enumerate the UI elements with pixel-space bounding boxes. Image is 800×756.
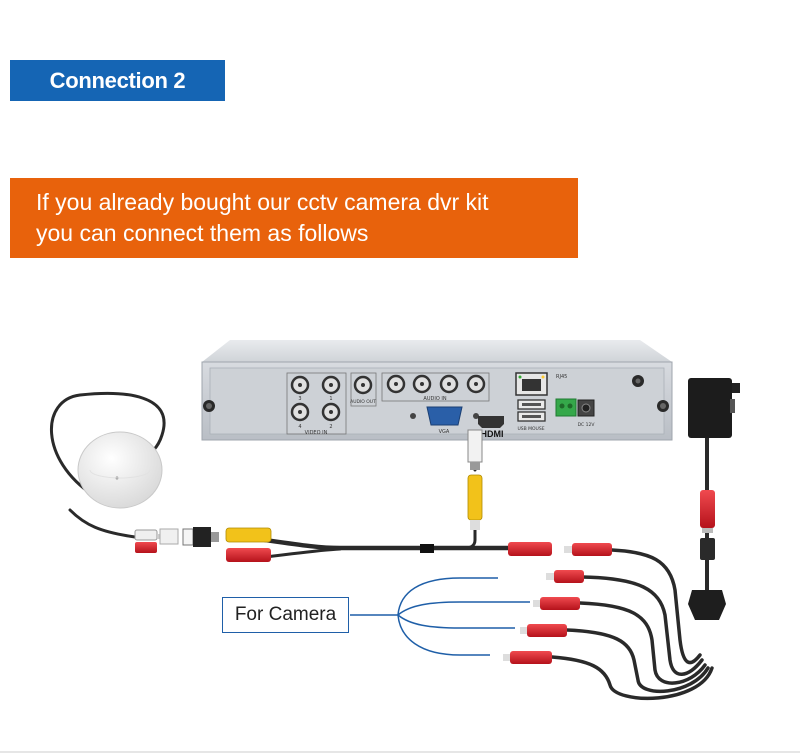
usb-mouse-label: USB MOUSE xyxy=(517,426,544,432)
ch4-label: 4 xyxy=(298,424,301,430)
ch1-label: 1 xyxy=(329,396,332,402)
audio-in-ports xyxy=(386,374,486,394)
for-camera-label: For Camera xyxy=(222,597,349,633)
cables xyxy=(49,391,714,700)
terminal-block xyxy=(555,398,577,417)
vga-label: VGA xyxy=(439,429,450,435)
ch2-label: 2 xyxy=(329,424,332,430)
power-adapter-icon xyxy=(688,378,740,620)
video-plug-yellow xyxy=(467,429,483,530)
bottom-divider xyxy=(0,751,800,753)
vga-port xyxy=(426,406,463,426)
intro-banner: If you already bought our cctv camera dv… xyxy=(10,178,578,258)
banner-line-1: If you already bought our cctv camera dv… xyxy=(36,189,489,215)
camera-bracket xyxy=(350,577,530,656)
rj45-label: RJ45 xyxy=(556,374,567,380)
ch3-label: 3 xyxy=(298,396,301,402)
dvr-device-icon: 3 1 4 2 VIDEO IN AUDIO OUT AUDIO IN VGA … xyxy=(201,340,673,441)
heading-text: Connection 2 xyxy=(49,67,186,93)
banner-line-2: you can connect them as follows xyxy=(36,220,369,246)
heading-badge: Connection 2 xyxy=(10,60,225,101)
hdmi-port xyxy=(478,416,504,428)
video-in-label: VIDEO IN xyxy=(305,430,328,436)
audio-in-label: AUDIO IN xyxy=(423,396,446,402)
audio-out-label: AUDIO OUT xyxy=(350,399,376,405)
for-camera-text: For Camera xyxy=(234,604,337,625)
dc12v-label: DC 12V xyxy=(578,422,596,428)
rca-plugs xyxy=(503,542,612,664)
hdmi-label: HDMI xyxy=(481,429,504,439)
video-in-ports xyxy=(290,375,341,422)
mic-connectors xyxy=(134,527,434,562)
microphone-icon xyxy=(77,431,163,509)
